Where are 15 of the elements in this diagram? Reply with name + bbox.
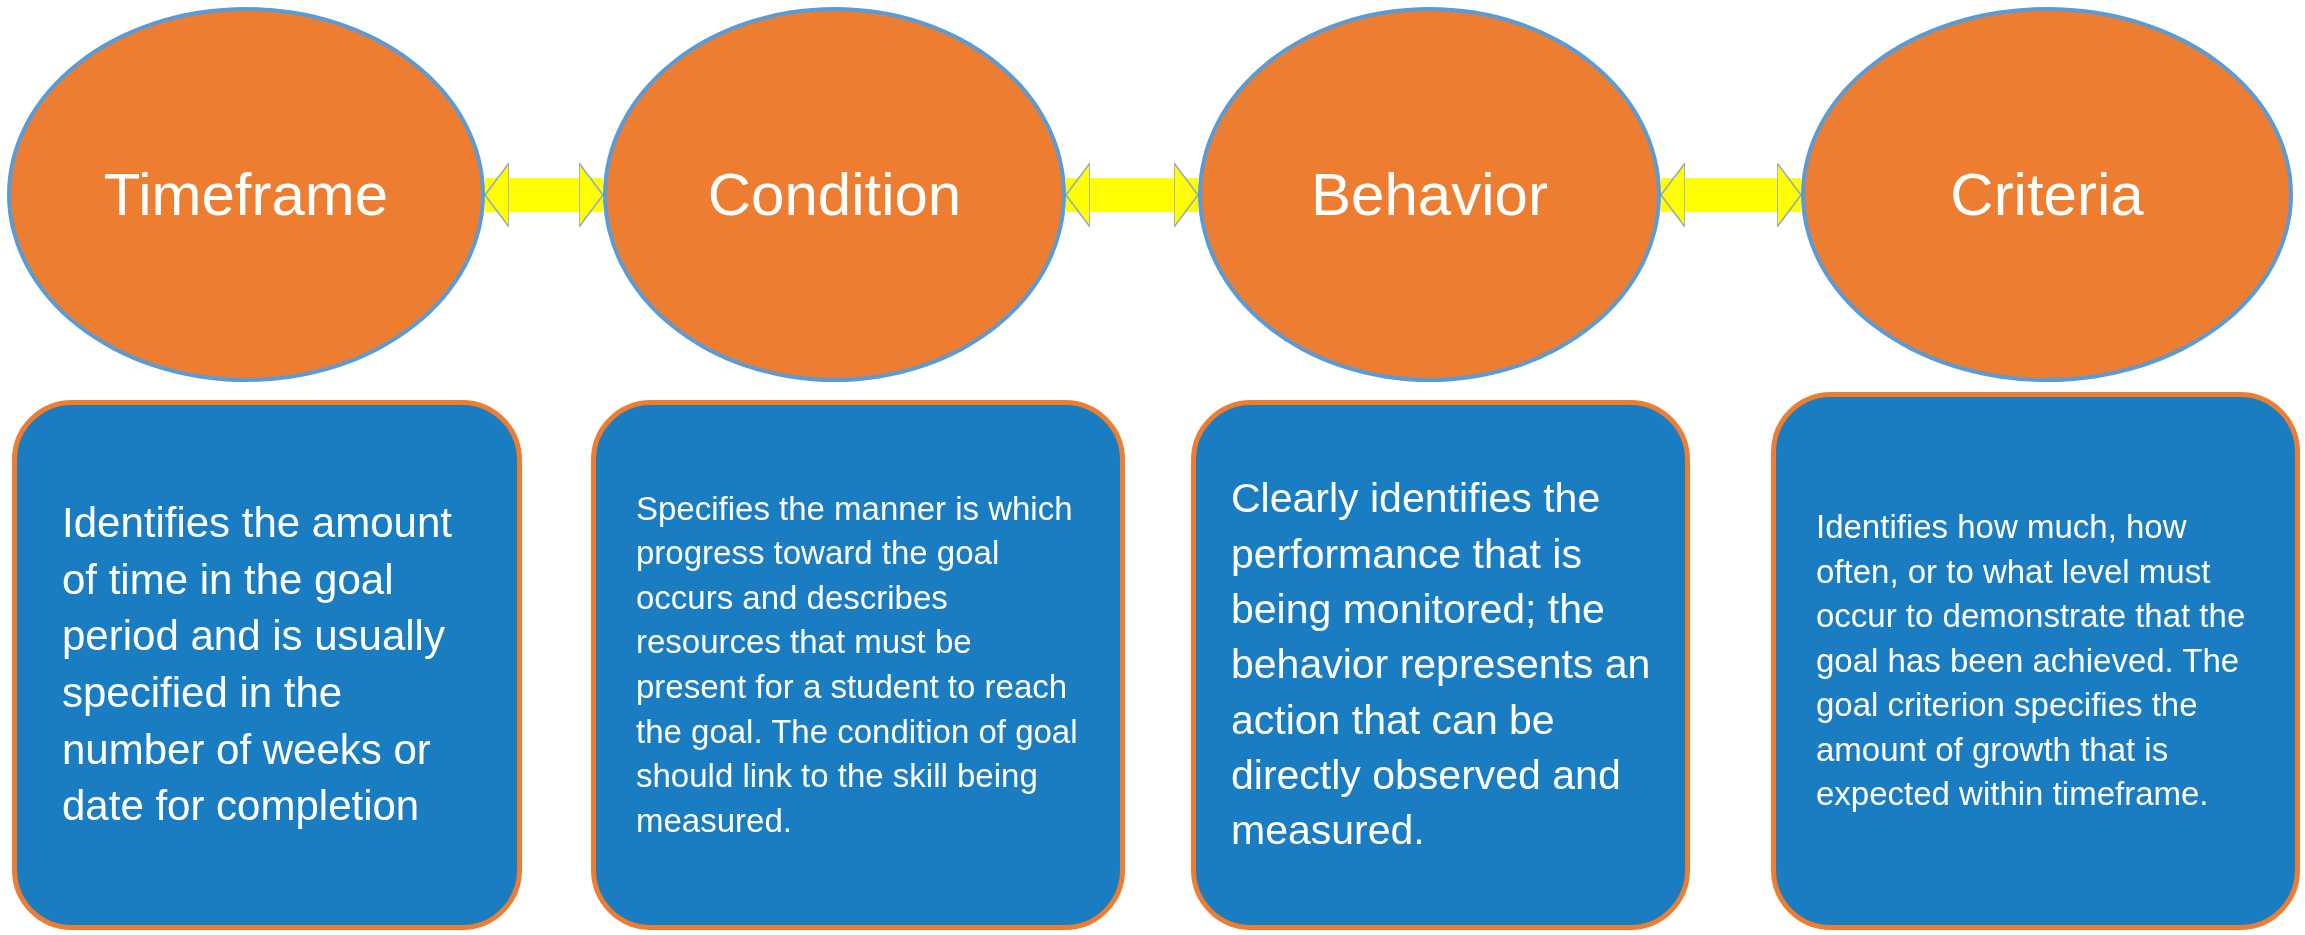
description-text: Identifies how much, how often, or to what level must occur to demonstrate that the goal has been achieved. The goal criterion specifies the amount of growth that is expected within timeframe. — [1816, 507, 2247, 815]
node-title: Behavior — [1311, 160, 1548, 229]
double-arrow — [484, 162, 604, 228]
description-box — [1771, 392, 2300, 930]
node-title: Timeframe — [103, 160, 389, 229]
description-text: Identifies the amount of time in the goal period and is usually specified in the number of weeks or date for completion — [62, 497, 453, 832]
double-arrow — [1660, 162, 1802, 228]
double-arrow — [1065, 162, 1199, 228]
node-title: Criteria — [1950, 160, 2144, 229]
description-text: Specifies the manner is which progress toward the goal occurs and describes resources that must be present for a student to reach the goal. The condition of goal should link to the skill being measured. — [636, 488, 1079, 841]
node-title: Condition — [707, 160, 962, 229]
description-box — [591, 400, 1125, 930]
description-box — [1191, 400, 1690, 930]
description-box — [12, 400, 522, 930]
description-text: Clearly identifies the performance that is being monitored; the behavior represents an action that can be directly observed and measured. — [1231, 474, 1652, 856]
